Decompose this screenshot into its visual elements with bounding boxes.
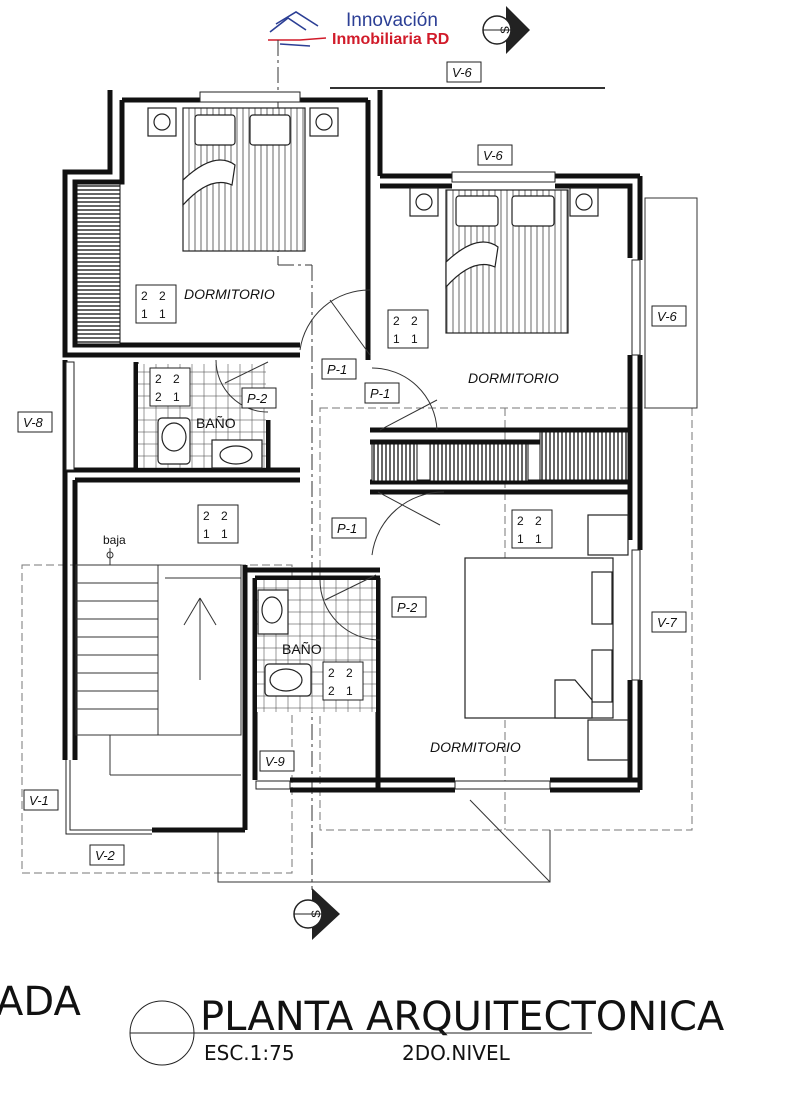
drawing-title: PLANTA ARQUITECTONICA [200,994,725,1040]
house-logo-icon [268,11,327,47]
door-tag-p2-a: P-2 [247,391,268,406]
svg-text:2: 2 [411,314,418,328]
window-tag-v2: V-2 [95,848,116,863]
room-label-dormitorio-right: DORMITORIO [468,370,559,386]
svg-text:1: 1 [141,307,148,321]
room-label-bano-bottom: BAÑO [282,641,322,657]
window-frames [65,91,641,835]
bed-right [409,187,599,334]
svg-text:2: 2 [203,509,210,523]
drawing-level: 2DO.NIVEL [402,1041,511,1065]
svg-text:2: 2 [221,509,228,523]
bed-top-left [147,107,339,252]
svg-text:2: 2 [155,390,162,404]
svg-text:2: 2 [173,372,180,386]
closet-left [76,183,121,345]
window-tags [17,61,687,866]
window-tag-v9: V-9 [265,754,285,769]
svg-text:1: 1 [221,527,228,541]
svg-text:1: 1 [393,332,400,346]
door-tag-p2-b: P-2 [397,600,418,615]
staircase [75,548,242,776]
svg-text:1: 1 [203,527,210,541]
section-marker-top: S [482,6,530,54]
bath-bottom-fixtures [257,589,312,697]
brand-logo: Innovación Inmobiliaria RD [268,10,449,48]
room-label-bano-top: BAÑO [196,415,236,431]
svg-text:1: 1 [535,532,542,546]
outlet-symbols [135,284,553,701]
window-tag-v6-right: V-6 [657,309,678,324]
room-label-dormitorio-bottom: DORMITORIO [430,739,521,755]
closet-right-c [539,431,629,481]
bed-bottom [464,514,629,761]
svg-text:1: 1 [159,307,166,321]
window-tag-v6-mid: V-6 [483,148,504,163]
svg-text:S: S [498,26,512,34]
svg-text:2: 2 [328,684,335,698]
svg-text:2: 2 [159,289,166,303]
svg-text:1: 1 [346,684,353,698]
door-tag-p1-a: P-1 [327,362,347,377]
svg-text:2: 2 [141,289,148,303]
brand-name-line1: Innovación [346,10,438,31]
svg-text:1: 1 [173,390,180,404]
svg-text:2: 2 [346,666,353,680]
svg-text:2: 2 [328,666,335,680]
svg-text:S: S [309,910,323,918]
window-tag-v1: V-1 [29,793,49,808]
door-tag-p1-c: P-1 [337,521,357,536]
window-tag-v7: V-7 [657,615,678,630]
svg-text:1: 1 [517,532,524,546]
drawing-scale: ESC.1:75 [204,1041,295,1065]
window-tag-v8: V-8 [23,415,44,430]
svg-text:2: 2 [393,314,400,328]
svg-text:2: 2 [517,514,524,528]
bath-top-fixtures [157,417,263,469]
door-tags [241,358,427,618]
walls [62,90,643,833]
svg-text:2: 2 [535,514,542,528]
svg-text:2: 2 [155,372,162,386]
room-label-dormitorio-left: DORMITORIO [184,286,275,302]
door-tag-p1-b: P-1 [370,386,390,401]
brand-name-line2: Inmobiliaria RD [332,31,449,48]
closet-right-a [371,443,418,482]
roof-lines [217,87,698,883]
stair-label: baja [103,533,126,547]
title-left-fragment: ADA [0,979,81,1025]
section-marker-bottom: S [293,888,340,940]
closet-right-b [429,443,529,482]
door-swings [215,289,445,641]
window-tag-v6-top: V-6 [452,65,473,80]
svg-text:1: 1 [411,332,418,346]
